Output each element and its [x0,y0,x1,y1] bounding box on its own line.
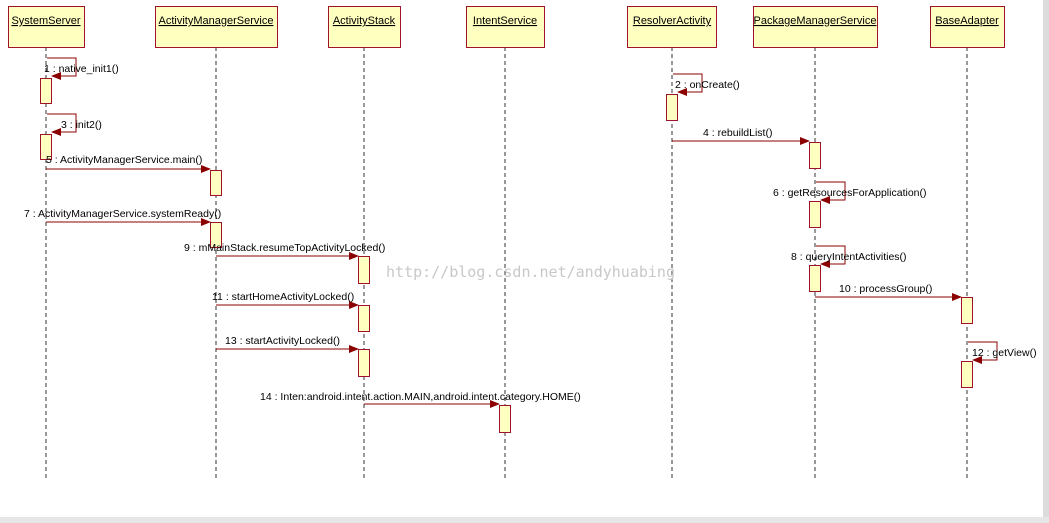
activation-bar [809,142,821,169]
message-label: 11 : startHomeActivityLocked() [212,291,354,303]
message-2[interactable]: 2 : onCreate() [673,73,740,96]
participant-box [930,6,1005,48]
message-7[interactable]: 7 : ActivityManagerService.systemReady() [24,208,221,226]
message-label: 9 : mMainStack.resumeTopActivityLocked() [184,242,385,254]
participant-box [753,6,878,48]
participant-box [627,6,717,48]
participant-resolver-activity[interactable]: ResolverActivity [627,6,717,48]
message-label: 7 : ActivityManagerService.systemReady() [24,208,221,220]
self-message-arrow [47,113,77,136]
participant-name: ActivityStack [333,15,396,27]
activation-bar [809,201,821,228]
watermark-text: http://blog.csdn.net/andyhuabing [386,263,675,281]
activation-bar [358,349,370,377]
message-label: 12 : getView() [972,347,1037,359]
activation-bar [499,405,511,433]
message-14[interactable]: 14 : Inten:android.intent.action.MAIN,an… [260,391,581,408]
activation-bar [961,361,973,388]
participant-box [8,6,85,48]
message-label: 8 : queryIntentActivities() [791,251,907,263]
self-message-arrow [816,245,846,268]
window-frame-right [1043,0,1049,523]
self-message-arrow [47,57,77,80]
activation-bar [666,94,678,121]
self-message-arrow [673,73,703,96]
message-10[interactable]: 10 : processGroup() [815,283,962,301]
participant-name: BaseAdapter [935,15,999,27]
message-label: 6 : getResourcesForApplication() [773,187,927,199]
activation-bar [210,222,222,248]
message-13[interactable]: 13 : startActivityLocked() [216,335,359,353]
activation-bar [358,256,370,284]
message-label: 10 : processGroup() [839,283,932,295]
message-11[interactable]: 11 : startHomeActivityLocked() [212,291,359,309]
activation-bar [358,305,370,332]
message-12[interactable]: 12 : getView() [968,341,1037,364]
participant-name: ResolverActivity [633,15,712,27]
participant-activity-stack[interactable]: ActivityStack [328,6,401,48]
participant-name: PackageManagerService [754,15,877,27]
participant-package-manager-service[interactable]: PackageManagerService [753,6,878,48]
message-6[interactable]: 6 : getResourcesForApplication() [773,181,927,204]
participant-name: SystemServer [11,15,80,27]
message-1[interactable]: 1 : native_init1() [44,57,119,80]
participant-activity-manager-service[interactable]: ActivityManagerService [155,6,278,48]
activation-bar [809,265,821,292]
participant-box [466,6,545,48]
message-4[interactable]: 4 : rebuildList() [672,127,810,145]
participant-name: IntentService [473,15,537,27]
participant-system-server[interactable]: SystemServer [8,6,85,48]
participant-box [328,6,401,48]
self-message-arrow [968,341,998,364]
self-message-arrow [816,181,846,204]
participant-intent-service[interactable]: IntentService [466,6,545,48]
activation-bar [961,297,973,324]
message-label: 14 : Inten:android.intent.action.MAIN,an… [260,391,581,403]
message-3[interactable]: 3 : init2() [47,113,102,136]
message-label: 5 : ActivityManagerService.main() [46,154,202,166]
participant-name: ActivityManagerService [159,15,274,27]
activation-bar [210,170,222,196]
participant-base-adapter[interactable]: BaseAdapter [930,6,1005,48]
participant-box [155,6,278,48]
message-5[interactable]: 5 : ActivityManagerService.main() [46,154,211,173]
message-8[interactable]: 8 : queryIntentActivities() [791,245,907,268]
message-label: 13 : startActivityLocked() [225,335,340,347]
message-9[interactable]: 9 : mMainStack.resumeTopActivityLocked() [184,242,385,260]
activation-bar [40,78,52,104]
message-label: 3 : init2() [61,119,102,131]
activation-bar [40,134,52,160]
message-label: 1 : native_init1() [44,63,119,75]
message-label: 4 : rebuildList() [703,127,772,139]
window-frame-bottom [0,517,1049,523]
message-label: 2 : onCreate() [675,79,740,91]
